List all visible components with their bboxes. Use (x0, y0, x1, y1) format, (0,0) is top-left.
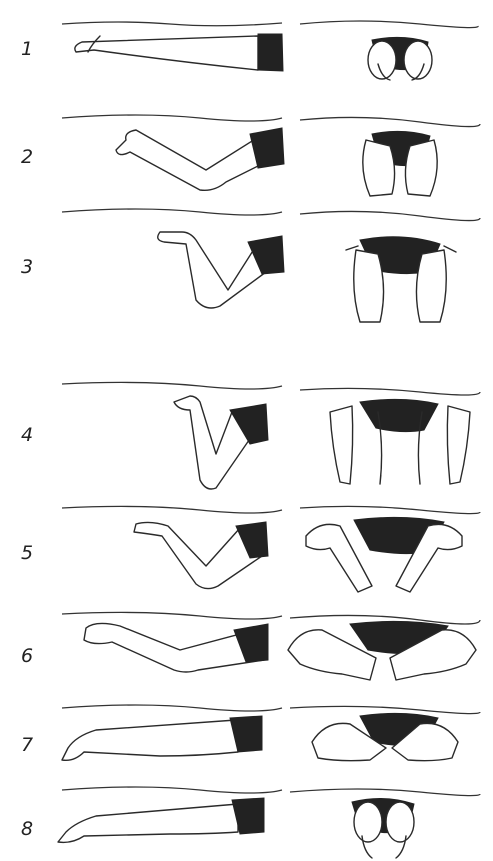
water-surface-line (62, 612, 282, 619)
water-surface-line (300, 211, 480, 220)
water-surface-line (290, 789, 480, 796)
water-surface-line (62, 22, 282, 26)
side-leg-figure (116, 130, 262, 190)
side-leg-figure (75, 36, 258, 70)
row-4-side-view (62, 382, 282, 489)
row-7-rear-view (290, 706, 480, 760)
row-8-rear-view (290, 789, 480, 858)
rear-leg-figure (386, 802, 414, 842)
rear-leg-figure (363, 140, 395, 196)
water-surface-line (62, 506, 282, 513)
row-6-side-view (62, 612, 282, 672)
row-4-rear-view (300, 388, 480, 484)
rear-leg-figure (405, 140, 437, 196)
row-6-rear-view (288, 615, 480, 680)
row-1-rear-view (300, 21, 478, 80)
water-surface-line (300, 117, 480, 126)
row-7-side-view (62, 705, 282, 760)
water-surface-line (62, 705, 282, 711)
row-3-rear-view (300, 211, 480, 322)
row-3-side-view (62, 209, 284, 308)
row-5-side-view (62, 506, 282, 588)
water-surface-line (300, 388, 480, 395)
rear-leg-figure (447, 406, 470, 484)
row-2-rear-view (300, 117, 480, 196)
trunk-swimsuit (360, 399, 438, 431)
water-surface-line (290, 706, 480, 713)
rear-leg-figure (354, 250, 384, 322)
rear-leg-figure (330, 406, 353, 484)
row-8-side-view (58, 787, 282, 842)
row-2-side-view (62, 115, 284, 190)
trunk-swimsuit (258, 34, 283, 71)
water-surface-line (62, 382, 282, 389)
water-surface-line (300, 506, 480, 513)
side-leg-figure (58, 804, 238, 842)
rear-leg-figure (354, 802, 382, 842)
rear-leg-figure (404, 41, 432, 79)
water-surface-line (62, 115, 282, 121)
water-surface-line (62, 787, 282, 793)
water-surface-line (62, 209, 282, 215)
side-leg-figure (62, 720, 238, 760)
rear-leg-figure (416, 250, 446, 322)
water-surface-line (300, 21, 478, 28)
row-5-rear-view (300, 506, 480, 592)
row-1-side-view (62, 22, 283, 71)
